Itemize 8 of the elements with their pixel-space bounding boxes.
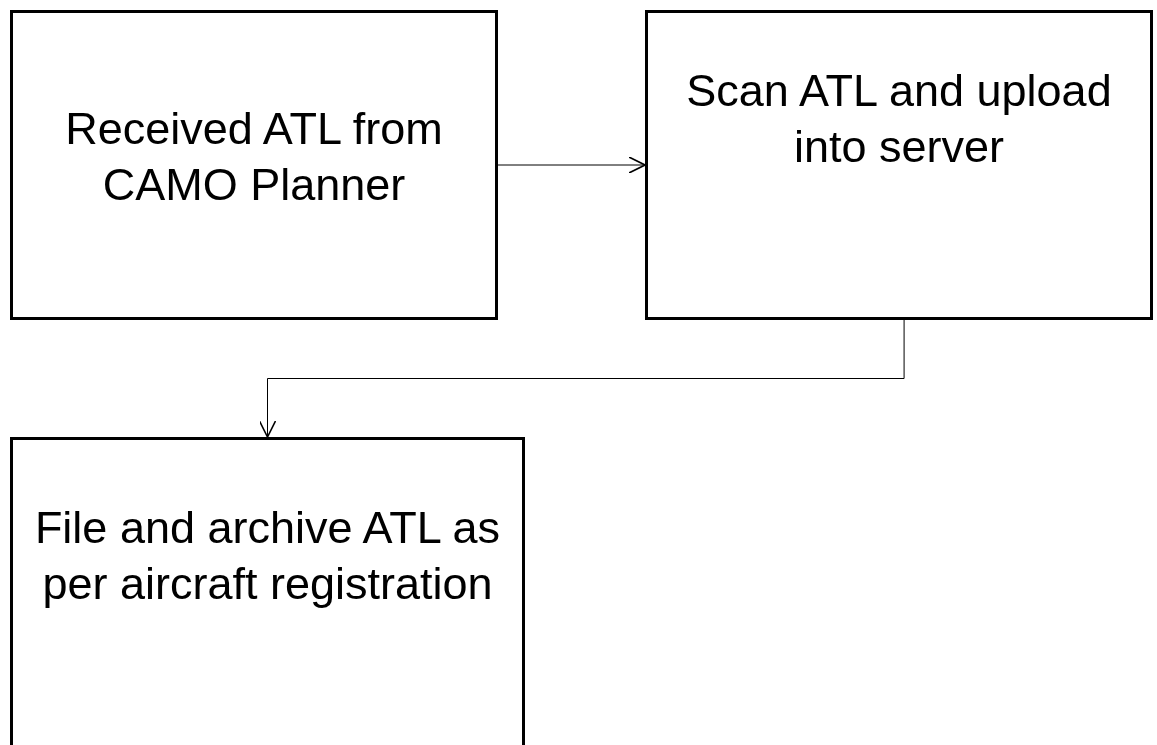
process-box <box>10 437 525 745</box>
step-text: Scan ATL and upload into server <box>685 64 1113 174</box>
step-text: Received ATL from CAMO Planner <box>64 102 444 212</box>
arrow <box>497 156 646 174</box>
process-box <box>10 10 498 320</box>
step-text: File and archive ATL as per aircraft registration <box>33 501 502 611</box>
arrow <box>258 319 905 438</box>
process-box <box>645 10 1153 320</box>
